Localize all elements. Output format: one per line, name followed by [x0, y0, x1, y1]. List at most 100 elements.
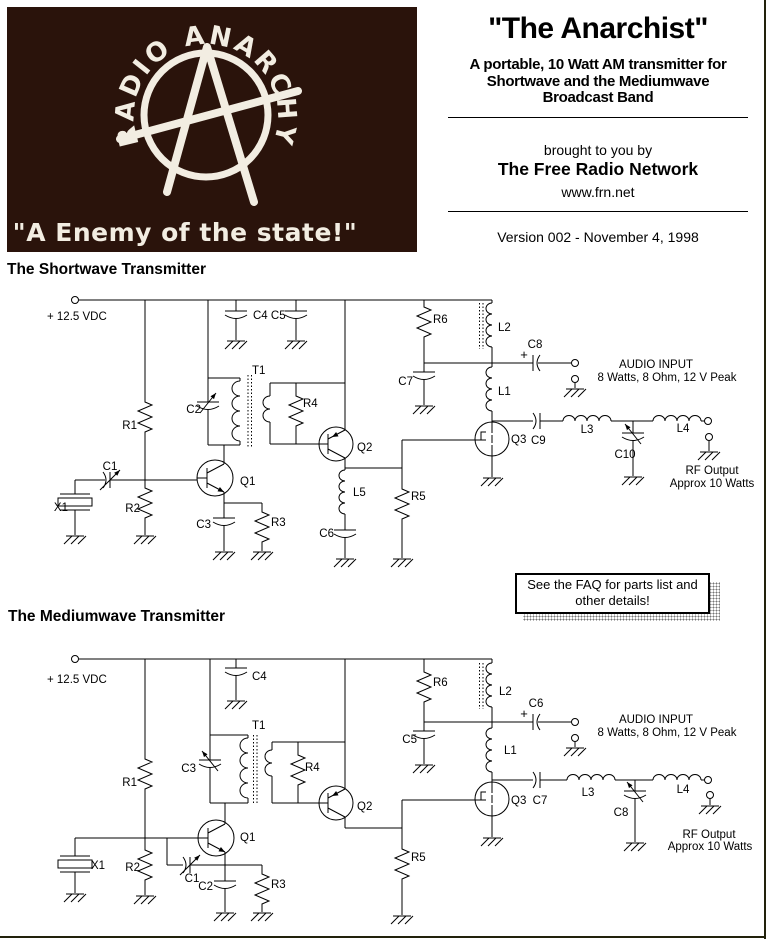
sw-audio-spec-label: 8 Watts, 8 Ohm, 12 V Peak — [598, 372, 737, 384]
sw-rf-watts-label: Approx 10 Watts — [670, 478, 755, 490]
mw-resistor-r3 — [254, 869, 270, 911]
sw-rf-ground-terminal — [705, 433, 713, 441]
mw-resistor-r6 — [416, 667, 432, 709]
sw-capacitor-c7 — [412, 371, 436, 380]
shortwave-schematic: + 12.5 VDC R1 R2 R3 R4 R5 R6 C1 C2 C3 C4… — [47, 296, 755, 568]
sw-resistor-r2 — [137, 483, 153, 525]
sw-x1-label: X1 — [54, 502, 68, 514]
sw-q3-label: Q3 — [511, 434, 526, 446]
mw-q1-label: Q1 — [240, 832, 255, 844]
sw-rf-output-label: RF Output — [685, 465, 739, 477]
sw-c8-label: C8 — [528, 339, 543, 351]
mw-t1-label: T1 — [252, 720, 265, 732]
mw-audio-spec-label: 8 Watts, 8 Ohm, 12 V Peak — [598, 727, 737, 739]
mw-l2-label: L2 — [499, 686, 512, 698]
sw-supply-terminal — [71, 296, 79, 304]
sw-c6-label: C6 — [319, 528, 334, 540]
sw-r5-label: R5 — [411, 491, 426, 503]
sw-r6-label: R6 — [433, 314, 448, 326]
sw-resistor-r5 — [394, 484, 410, 526]
mediumwave-section-title: The Mediumwave Transmitter — [8, 608, 226, 625]
sw-l5-label: L5 — [353, 487, 366, 499]
subtitle-line-2: Shortwave and the Mediumwave — [486, 72, 710, 90]
mw-capacitor-c2 — [213, 880, 237, 889]
title-block: "The Anarchist" A portable, 10 Watt AM t… — [437, 0, 759, 250]
sw-transistor-q2 — [318, 426, 354, 462]
mw-inductor-l2 — [485, 662, 493, 708]
mw-audio-terminal — [571, 718, 579, 726]
mw-wires — [74, 658, 711, 915]
sw-transistor-q3 — [474, 421, 510, 457]
mw-l3-label: L3 — [582, 787, 595, 799]
mw-inductor-l3 — [566, 774, 616, 781]
mw-c8-label: C8 — [614, 807, 629, 819]
mw-rf-ground-terminal — [706, 791, 714, 799]
sw-c9-label: C9 — [531, 435, 546, 447]
sw-inductor-l1 — [485, 366, 493, 412]
sw-capacitor-c5 — [284, 310, 308, 319]
mw-crystal-x1 — [57, 855, 93, 873]
sw-supply-label: + 12.5 VDC — [47, 311, 107, 323]
sw-t1-label: T1 — [252, 365, 265, 377]
mw-transistor-q2 — [318, 785, 354, 821]
mw-r5-label: R5 — [411, 852, 426, 864]
mw-transformer-core-lines — [253, 663, 484, 803]
page-right-border — [764, 0, 766, 939]
mw-rf-terminal — [704, 776, 712, 784]
mw-r4-label: R4 — [305, 762, 320, 774]
mw-c4-label: C4 — [252, 671, 267, 683]
mw-rf-watts-label: Approx 10 Watts — [668, 841, 753, 853]
sw-capacitor-c6 — [333, 529, 357, 538]
subtitle-line-1: A portable, 10 Watt AM transmitter for — [469, 56, 727, 73]
sw-c2-label: C2 — [186, 404, 201, 416]
sw-inductor-l5 — [338, 469, 346, 515]
sw-rf-terminal — [704, 417, 712, 425]
radio-anarchy-logo: RADIO ANARCHY "A Enemy of the state!" — [7, 7, 417, 252]
sw-l3-label: L3 — [581, 424, 594, 436]
mw-c6-label: C6 — [529, 698, 544, 710]
mw-l1-label: L1 — [504, 745, 517, 757]
mw-r3-label: R3 — [271, 879, 286, 891]
mw-c5-label: C5 — [402, 734, 417, 746]
mw-c6-plus-sign: + — [520, 706, 528, 721]
sw-capacitor-c3 — [212, 517, 236, 526]
mw-q3-label: Q3 — [511, 795, 526, 807]
sw-c1-label: C1 — [103, 461, 118, 473]
mw-inductor-l4 — [652, 774, 702, 781]
mw-r2-label: R2 — [125, 862, 140, 874]
divider-line — [448, 117, 748, 118]
sw-transistor-q1 — [196, 459, 234, 497]
version-text: Version 002 - November 4, 1998 — [497, 229, 699, 245]
mw-r6-label: R6 — [433, 677, 448, 689]
mw-l4-label: L4 — [677, 784, 690, 796]
sw-r1-label: R1 — [122, 420, 137, 432]
sw-transformer-core-lines — [247, 303, 484, 448]
divider-line — [448, 211, 748, 212]
mw-c3-label: C3 — [181, 763, 196, 775]
mw-q2-label: Q2 — [357, 801, 372, 813]
sw-audio-terminal — [571, 359, 579, 367]
mw-c2-label: C2 — [198, 881, 213, 893]
mw-c1-label: C1 — [185, 873, 200, 885]
sw-l2-label: L2 — [498, 322, 511, 334]
faq-note-line1: See the FAQ for parts list and — [527, 577, 698, 592]
sw-audio-ground-terminal — [571, 375, 579, 383]
mw-capacitor-c4 — [224, 667, 248, 676]
sw-r2-label: R2 — [125, 503, 140, 515]
sw-q1-label: Q1 — [240, 476, 255, 488]
mw-audio-ground-terminal — [571, 734, 579, 742]
sw-c4-c5-label: C4 C5 — [253, 310, 286, 322]
sw-transformer-t1-primary — [231, 380, 241, 442]
sw-l4-label: L4 — [677, 423, 690, 435]
mw-transformer-t1-primary — [239, 737, 249, 799]
page-bottom-border — [0, 936, 766, 938]
mw-audio-input-label: AUDIO INPUT — [619, 714, 693, 726]
mw-transistor-q3 — [474, 781, 510, 817]
mw-resistor-r4 — [290, 750, 306, 792]
sw-wires — [74, 299, 710, 558]
mw-r1-label: R1 — [122, 777, 137, 789]
sw-resistor-r6 — [416, 302, 432, 344]
brought-to-you-by: brought to you by — [543, 142, 653, 158]
sw-resistor-r4 — [288, 391, 304, 433]
mw-transistor-q1 — [197, 819, 235, 857]
